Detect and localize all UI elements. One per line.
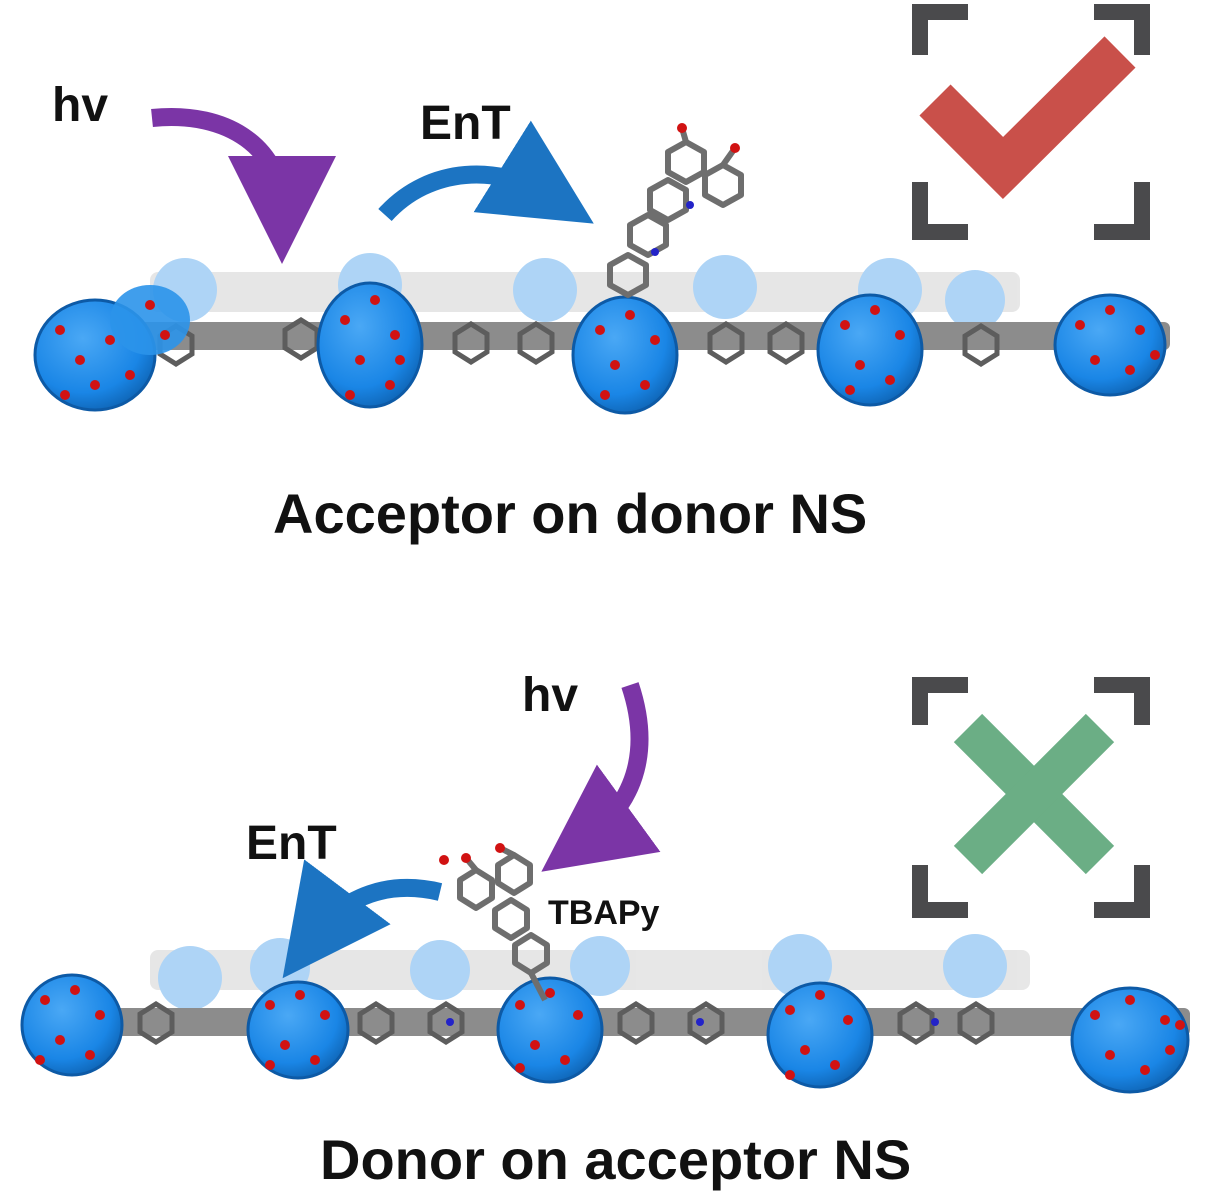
bottom-cluster-4 [766,981,874,1089]
bottom-cluster-5 [1070,986,1190,1094]
check-icon [912,4,1150,240]
bottom-panel [20,677,1190,1094]
top-cluster-3 [571,295,679,415]
bottom-donor-molecule [439,843,550,1002]
bottom-energy-transfer-arrow [282,859,443,979]
bottom-light-arrow [541,682,661,872]
top-acceptor-molecule [607,123,744,298]
bottom-cluster-3 [496,976,604,1084]
top-cluster-1 [33,285,190,412]
top-light-arrow [151,108,336,264]
cross-icon [912,677,1150,918]
top-cluster-4 [816,293,924,407]
top-cluster-2 [316,281,424,409]
bottom-hv-label: hv [522,669,579,722]
top-energy-transfer-arrow [378,120,594,224]
bottom-cluster-1 [20,973,124,1077]
bottom-caption: Donor on acceptor NS [320,1128,912,1191]
top-ent-label: EnT [420,97,511,150]
bottom-ent-label: EnT [246,817,337,870]
top-hv-label: hv [52,79,109,132]
bottom-cluster-2 [246,980,350,1080]
top-caption: Acceptor on donor NS [273,482,868,545]
molecule-label: TBAPy [548,894,660,932]
bottom-nanosheet-linkers [60,1001,1190,1045]
top-cluster-5 [1053,293,1167,397]
top-panel [33,4,1170,415]
